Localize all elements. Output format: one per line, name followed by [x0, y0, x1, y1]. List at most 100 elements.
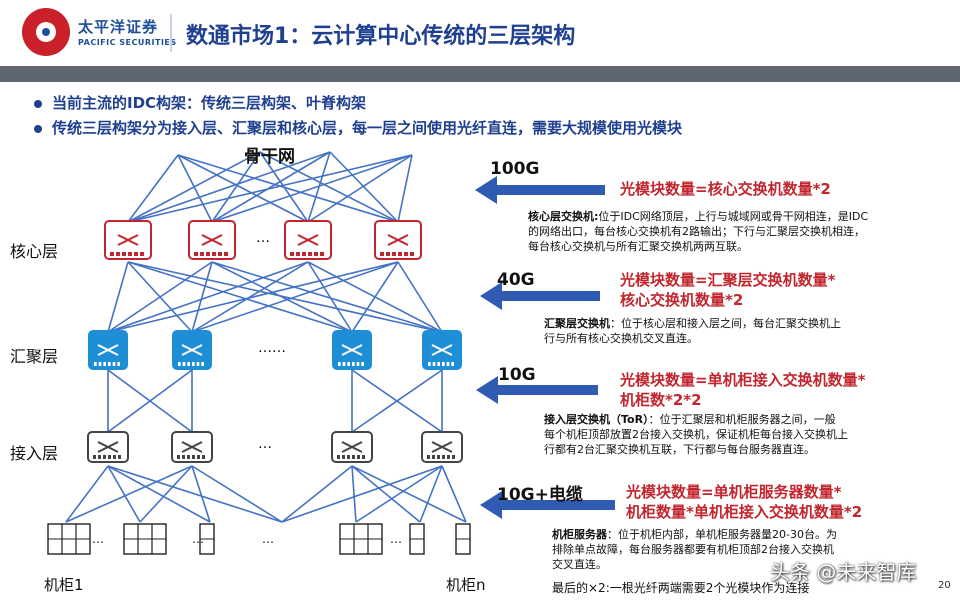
- core-ellipsis: …: [256, 230, 270, 246]
- backbone-link: [211, 151, 261, 223]
- access-cabinet-link: [419, 465, 443, 523]
- access-switch-icon-port: [447, 455, 450, 459]
- backbone-link: [127, 151, 331, 223]
- access-cabinet-link: [191, 465, 283, 523]
- core-switch-icon-port: [128, 252, 132, 256]
- access-switch-icon-port: [202, 455, 205, 459]
- cabinet-rack-icon: [339, 523, 383, 555]
- aggregation-switch-icon-port: [356, 362, 360, 366]
- aggregation-switch-icon: [88, 330, 128, 370]
- page-number: 20: [938, 580, 951, 591]
- aggregation-switch-icon-port: [108, 362, 111, 366]
- core-aggregation-link: [397, 261, 443, 333]
- core-switch-icon-port: [410, 252, 414, 256]
- core-switch-icon: [374, 220, 422, 260]
- cabinet-rack-icon: [455, 523, 471, 555]
- aggregation-switch-icon-port: [428, 362, 431, 366]
- aggregation-switch-icon-cross-icon: [431, 344, 453, 356]
- access-cabinet-link: [107, 465, 141, 523]
- aggregation-switch-icon-port: [437, 362, 440, 366]
- core-switch-icon-port: [206, 252, 210, 256]
- brand-name-cn: 太平洋证券: [78, 18, 159, 36]
- aggregation-switch-icon-port: [338, 362, 341, 366]
- bullet-dot-icon: [34, 99, 42, 108]
- bullet-text: 传统三层构架分为接入层、汇聚层和核心层，每一层之间使用光纤直连，需要大规模使用光…: [52, 119, 683, 137]
- aggregation-switch-icon-port: [352, 362, 355, 366]
- access-switch-icon-cross-icon: [97, 441, 119, 453]
- aggregation-switch-icon-port: [361, 362, 364, 366]
- bullet-item: 当前主流的IDC构架：传统三层构架、叶脊构架: [34, 92, 366, 113]
- backbone-link: [177, 154, 213, 223]
- speed-label-core: 100G: [490, 159, 540, 179]
- access-cabinet-link: [191, 465, 211, 523]
- core-switch-icon-port: [140, 252, 144, 256]
- core-switch-icon-port: [386, 252, 390, 256]
- access-switch-icon-port: [187, 455, 190, 459]
- core-switch-icon: [284, 220, 332, 260]
- backbone-link: [259, 151, 399, 223]
- watermark: 头条 @未来智库: [770, 560, 917, 584]
- desc-access: 接入层交换机（ToR）：位于汇聚层和机柜服务器之间，一般 每个机柜顶部放置2台接…: [544, 413, 848, 456]
- core-switch-icon-port: [392, 252, 396, 256]
- aggregation-switch-icon-port: [112, 362, 116, 366]
- desc-server: 机柜服务器：位于机柜内部，单机柜服务器量20-30台。为 排除单点故障，每台服务…: [552, 528, 837, 571]
- core-switch-icon: [104, 220, 152, 260]
- access-switch-icon-cross-icon: [431, 441, 453, 453]
- access-switch-icon-port: [432, 455, 435, 459]
- cabinet-label-last: 机柜n: [446, 576, 486, 594]
- access-switch-icon-cross-icon: [181, 441, 203, 453]
- access-cabinet-link: [351, 465, 357, 523]
- access-switch-icon-port: [357, 455, 360, 459]
- page-title: 数通市场1：云计算中心传统的三层架构: [186, 24, 576, 49]
- access-switch-icon-port: [182, 455, 185, 459]
- arrow-left-icon-head: [480, 282, 502, 310]
- aggregation-ellipsis: ……: [258, 340, 286, 356]
- aggregation-switch-icon-port: [342, 362, 346, 366]
- core-aggregation-link: [211, 261, 353, 333]
- access-switch-icon-port: [347, 455, 350, 459]
- access-cabinet-link: [65, 465, 109, 523]
- backbone-link: [127, 151, 261, 223]
- header-band: [0, 66, 960, 82]
- access-cabinet-link: [441, 465, 467, 523]
- aggregation-switch-icon-port: [347, 362, 350, 366]
- network-diagram: [47, 151, 615, 555]
- backbone-link: [177, 154, 309, 223]
- core-aggregation-link: [127, 261, 353, 333]
- backbone-link: [307, 154, 413, 223]
- core-switch-icon-port: [134, 252, 138, 256]
- core-switch-icon-cross-icon: [297, 234, 319, 246]
- aggregation-switch-icon-cross-icon: [97, 344, 119, 356]
- backbone-link: [127, 154, 179, 223]
- core-switch-icon-port: [308, 252, 312, 256]
- access-cabinet-link: [65, 465, 193, 523]
- layer-label-access: 接入层: [10, 444, 59, 463]
- diagram-nodes: [47, 220, 471, 555]
- core-aggregation-link: [107, 261, 399, 333]
- core-aggregation-link: [107, 261, 129, 333]
- access-switch-icon-port: [103, 455, 106, 459]
- core-aggregation-link: [191, 261, 399, 333]
- aggregation-switch-icon-port: [94, 362, 97, 366]
- bullet-dot-icon: [34, 124, 42, 133]
- access-switch-icon-port: [113, 455, 116, 459]
- core-switch-icon-port: [122, 252, 126, 256]
- core-switch-icon-port: [314, 252, 318, 256]
- backbone-link: [307, 151, 331, 223]
- aggregation-switch-icon-port: [446, 362, 450, 366]
- access-switch-icon: [331, 431, 373, 463]
- aggregation-switch-icon-port: [196, 362, 200, 366]
- access-switch-icon-port: [427, 455, 430, 459]
- aggregation-switch-icon-port: [192, 362, 195, 366]
- access-cabinet-link: [355, 465, 443, 523]
- access-switch-icon-port: [98, 455, 101, 459]
- aggregation-switch-icon-port: [182, 362, 186, 366]
- core-switch-icon-cross-icon: [201, 234, 223, 246]
- speed-label-aggregation: 40G: [497, 270, 535, 290]
- cabinet-ellipsis: …: [390, 532, 402, 546]
- access-switch-icon-cross-icon: [341, 441, 363, 453]
- formula-core: 光模块数量=核心交换机数量*2: [620, 180, 831, 198]
- aggregation-switch-icon: [422, 330, 462, 370]
- aggregation-access-link: [107, 369, 193, 433]
- layer-label-core: 核心层: [10, 242, 59, 261]
